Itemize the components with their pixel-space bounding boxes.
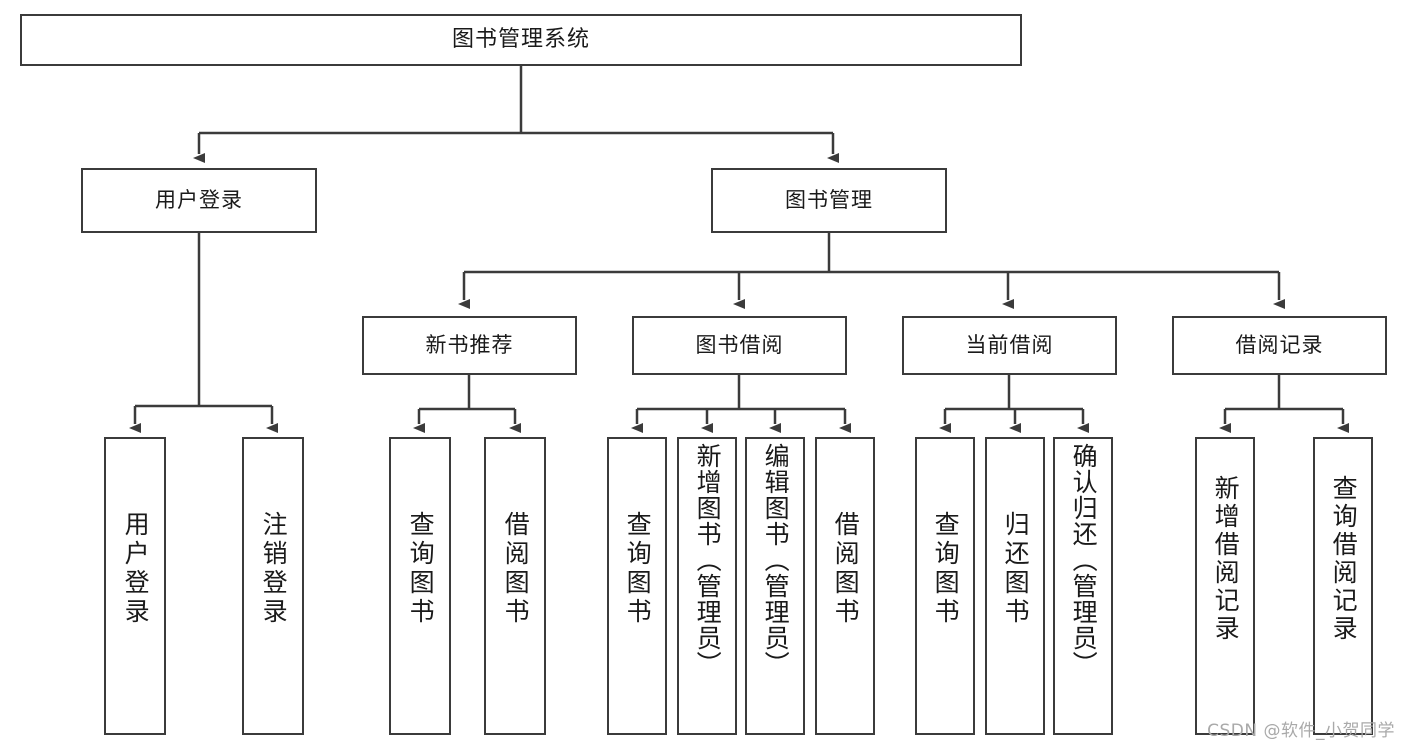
node-label: 新增图书（管理员） [693, 443, 723, 677]
leaf-borrow-edit-book-admin[interactable]: 编辑图书（管理员） [745, 437, 805, 735]
node-label: 查询图书 [406, 511, 436, 627]
node-label: 编辑图书（管理员） [761, 443, 791, 677]
node-label: 查询图书 [623, 511, 653, 627]
leaf-recommend-borrow-book[interactable]: 借阅图书 [484, 437, 546, 735]
leaf-current-confirm-return-admin[interactable]: 确认归还（管理员） [1053, 437, 1113, 735]
node-label: 归还图书 [1001, 511, 1031, 627]
leaf-borrow-borrow-book[interactable]: 借阅图书 [815, 437, 875, 735]
node-current-borrow[interactable]: 当前借阅 [902, 316, 1117, 375]
leaf-user-login-logout[interactable]: 注销登录 [242, 437, 304, 735]
leaf-current-query-book[interactable]: 查询图书 [915, 437, 975, 735]
node-root-system[interactable]: 图书管理系统 [20, 14, 1022, 66]
node-label: 借阅图书 [501, 511, 531, 627]
node-label: 当前借阅 [965, 333, 1054, 357]
leaf-borrow-add-book-admin[interactable]: 新增图书（管理员） [677, 437, 737, 735]
node-label: 图书管理 [785, 188, 873, 212]
node-book-management[interactable]: 图书管理 [711, 168, 947, 233]
node-label: 查询图书 [931, 511, 961, 627]
node-label: 注销登录 [259, 511, 289, 627]
watermark-text: CSDN @软件_小贺同学 [1207, 721, 1395, 741]
node-new-book-recommend[interactable]: 新书推荐 [362, 316, 577, 375]
node-borrow-record[interactable]: 借阅记录 [1172, 316, 1387, 375]
node-label: 图书管理系统 [451, 27, 590, 52]
node-label: 新增借阅记录 [1211, 475, 1241, 643]
node-label: 查询借阅记录 [1329, 475, 1359, 643]
node-label: 用户登录 [121, 511, 151, 627]
node-label: 确认归还（管理员） [1069, 443, 1099, 677]
leaf-borrow-query-book[interactable]: 查询图书 [607, 437, 667, 735]
node-book-borrow[interactable]: 图书借阅 [632, 316, 847, 375]
node-label: 用户登录 [155, 188, 243, 212]
node-label: 新书推荐 [425, 333, 514, 357]
node-user-login[interactable]: 用户登录 [81, 168, 317, 233]
node-label: 图书借阅 [695, 333, 784, 357]
leaf-record-query-record[interactable]: 查询借阅记录 [1313, 437, 1373, 735]
leaf-record-add-record[interactable]: 新增借阅记录 [1195, 437, 1255, 735]
leaf-current-return-book[interactable]: 归还图书 [985, 437, 1045, 735]
node-label: 借阅图书 [831, 511, 861, 627]
node-label: 借阅记录 [1235, 333, 1324, 357]
leaf-user-login-login[interactable]: 用户登录 [104, 437, 166, 735]
leaf-recommend-query-book[interactable]: 查询图书 [389, 437, 451, 735]
